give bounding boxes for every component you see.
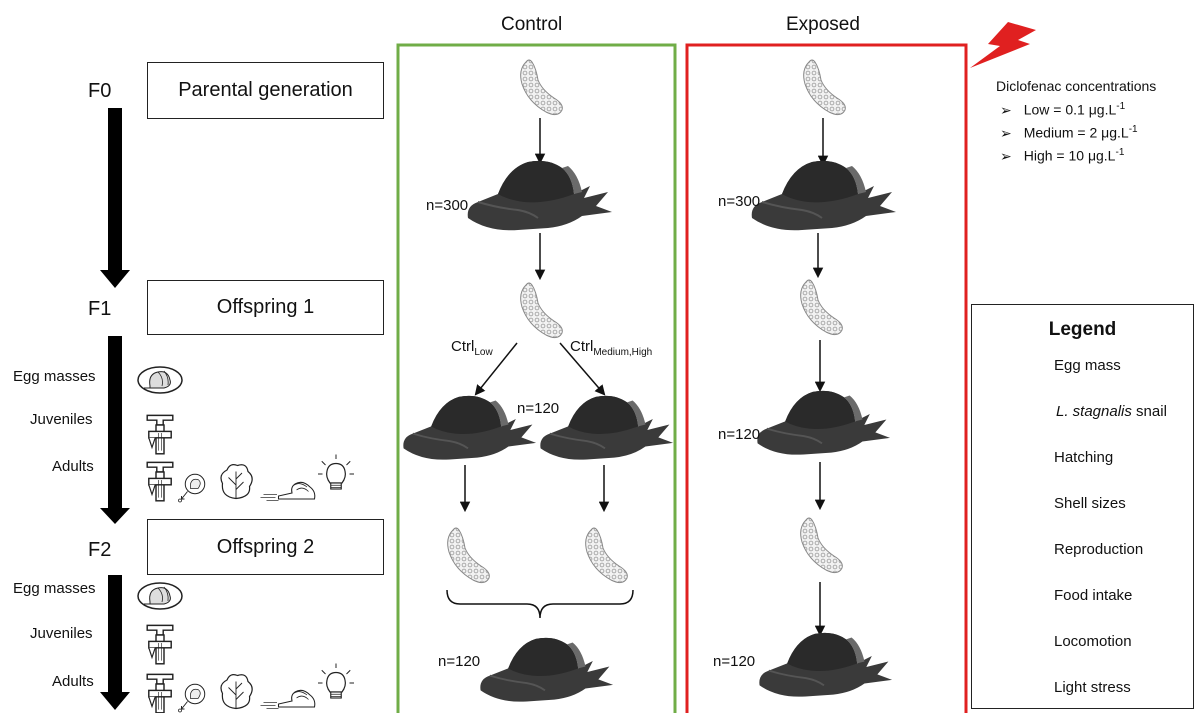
f1-egg-masses-label: Egg masses — [13, 368, 96, 385]
egg-mass-icon — [800, 279, 843, 336]
reproduction-icon — [178, 473, 206, 503]
f1-juveniles-label: Juveniles — [30, 411, 93, 428]
lettuce-icon — [220, 674, 253, 710]
legend-item-label: Light stress — [1054, 679, 1131, 696]
snail-icon — [751, 160, 896, 231]
concentration-item: ➢ Low = 0.1 μg.L-1 — [1000, 101, 1125, 119]
bullet-icon: ➢ — [1000, 147, 1012, 164]
concentration-item: ➢ High = 10 μg.L-1 — [1000, 147, 1124, 165]
ctrl-low-base: Ctrl — [451, 338, 475, 355]
arrow — [474, 342, 518, 396]
concentration-exponent: -1 — [1116, 101, 1126, 112]
caliper-icon — [146, 673, 174, 713]
exposed-f0-sample-size: n=300 — [718, 193, 761, 210]
snail-icon — [467, 160, 612, 231]
f2-adults-label: Adults — [52, 673, 94, 690]
generation-code-f1: F1 — [88, 298, 112, 320]
generation-box-f1: Offspring 1 — [147, 280, 384, 335]
hatching-icon — [137, 366, 183, 394]
lettuce-icon — [220, 464, 253, 500]
concentrations-title: Diclofenac concentrations — [996, 78, 1157, 94]
egg-mass-icon — [800, 517, 843, 574]
species-name: L. stagnalis — [1056, 403, 1132, 420]
arrow — [559, 342, 606, 396]
snail-icon — [403, 395, 537, 460]
bullet-icon: ➢ — [1000, 124, 1012, 141]
lightning-bolt-icon — [970, 22, 1036, 68]
locomotion-icon — [260, 689, 316, 709]
exposed-frame — [685, 43, 968, 713]
egg-mass-icon — [803, 59, 846, 116]
egg-mass-icon — [520, 59, 563, 116]
snail-icon — [540, 395, 674, 460]
control-column-title: Control — [501, 14, 563, 35]
concentration-item: ➢ Medium = 2 μg.L-1 — [1000, 124, 1138, 142]
f1-adults-label: Adults — [52, 458, 94, 475]
ctrl-medium-high-sub: Medium,High — [593, 347, 653, 358]
snail-icon — [759, 632, 893, 697]
generation-code-f0: F0 — [88, 80, 112, 102]
egg-mass-icon — [447, 527, 490, 584]
merge-bracket — [446, 589, 634, 619]
control-frame — [396, 43, 677, 713]
concentration-exponent: -1 — [1115, 147, 1125, 158]
ctrl-low-branch-label: CtrlLow — [451, 338, 493, 358]
concentration-exponent: -1 — [1128, 124, 1138, 135]
caliper-icon — [146, 414, 174, 455]
f2-juveniles-label: Juveniles — [30, 625, 93, 642]
control-f1-sample-size: n=120 — [517, 400, 560, 417]
control-f0-sample-size: n=300 — [426, 197, 469, 214]
generation-box-f2: Offspring 2 — [147, 519, 384, 575]
legend-item-label: Locomotion — [1054, 633, 1132, 650]
exposed-column-title: Exposed — [786, 14, 860, 35]
legend-title: Legend — [1048, 319, 1117, 340]
light-bulb-icon — [318, 663, 354, 699]
legend-item-label: Food intake — [1054, 587, 1133, 604]
timeline-arrow-f1-f2 — [100, 336, 130, 524]
legend-item-label: Egg mass — [1054, 357, 1121, 374]
egg-mass-icon — [520, 282, 563, 339]
legend-panel: Legend — [971, 304, 1194, 709]
exposed-f1-sample-size: n=120 — [718, 426, 761, 443]
light-bulb-icon — [318, 454, 354, 490]
caliper-icon — [146, 461, 174, 502]
legend-item-label: Reproduction — [1054, 541, 1144, 558]
ctrl-medium-high-base: Ctrl — [570, 338, 594, 355]
hatching-icon — [137, 582, 183, 610]
legend-item-label: Hatching — [1054, 449, 1114, 466]
concentration-text: Low = 0.1 μg.L — [1023, 101, 1117, 118]
ctrl-medium-high-branch-label: CtrlMedium,High — [570, 338, 652, 358]
legend-item-label: L. stagnalis snail — [1056, 403, 1167, 420]
f2-egg-masses-label: Egg masses — [13, 580, 96, 597]
exposed-f2-sample-size: n=120 — [713, 653, 756, 670]
timeline-arrow-f2-end — [100, 575, 130, 710]
ctrl-low-sub: Low — [474, 347, 493, 358]
generation-code-f2: F2 — [88, 539, 112, 561]
reproduction-icon — [178, 683, 206, 713]
egg-mass-icon — [585, 527, 628, 584]
control-f2-sample-size: n=120 — [438, 653, 481, 670]
caliper-icon — [146, 624, 174, 665]
concentration-text: High = 10 μg.L — [1023, 147, 1116, 164]
snail-icon — [757, 390, 891, 455]
bullet-icon: ➢ — [1000, 101, 1012, 118]
snail-icon — [480, 637, 614, 702]
generation-box-f0: Parental generation — [147, 62, 384, 119]
locomotion-icon — [260, 481, 316, 501]
species-suffix: snail — [1131, 403, 1167, 420]
concentration-text: Medium = 2 μg.L — [1023, 124, 1129, 141]
legend-item-label: Shell sizes — [1054, 495, 1126, 512]
timeline-arrow-f0-f1 — [100, 108, 130, 288]
